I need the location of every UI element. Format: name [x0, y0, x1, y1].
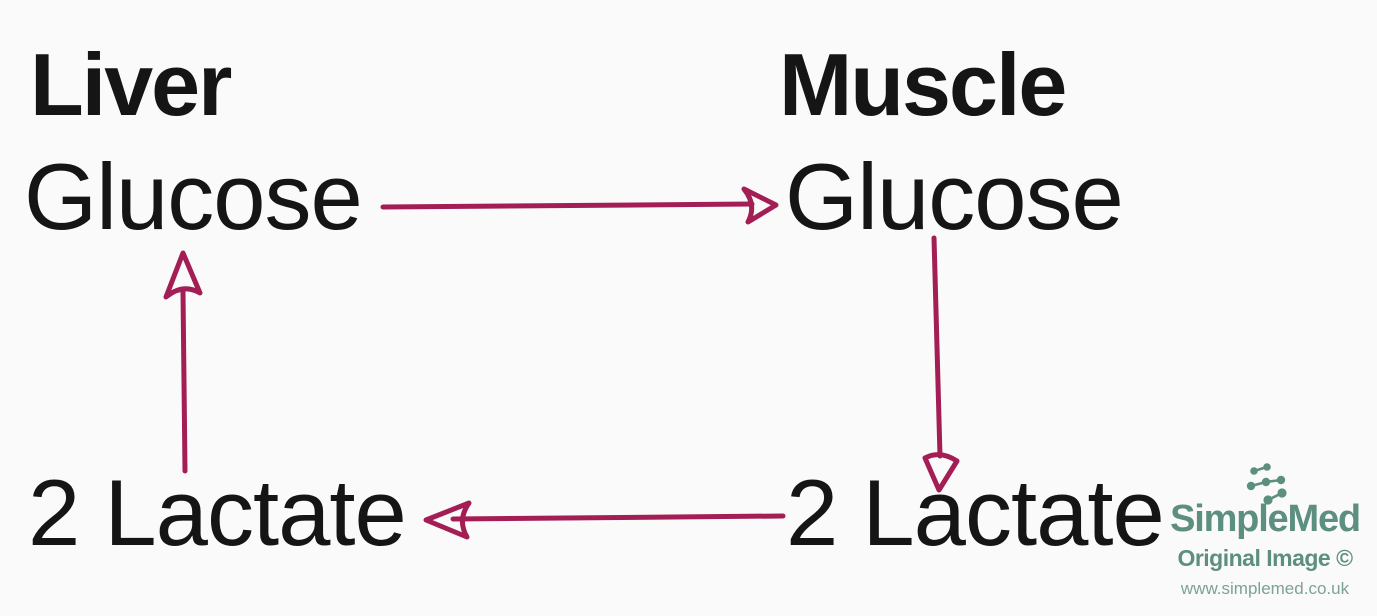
muscle-lactate-label: 2 Lactate [786, 460, 1165, 565]
liver-glucose-label: Glucose [24, 144, 363, 249]
simplemed-watermark: SimpleMed Original Image © www.simplemed… [1156, 498, 1374, 599]
liver-lactate-label: 2 Lactate [28, 460, 407, 565]
molecule-icon [1246, 463, 1287, 505]
muscle-glucose-label: Glucose [785, 144, 1124, 249]
muscle-heading: Muscle [779, 35, 1067, 134]
original-image-copyright: Original Image © [1177, 544, 1353, 571]
arrow-glucose-liver-to-muscle [380, 186, 779, 225]
arrow-glucose-to-lactate-muscle [922, 235, 960, 493]
liver-heading: Liver [30, 35, 232, 134]
simplemed-url: www.simplemed.co.uk [1180, 578, 1350, 598]
arrow-lactate-muscle-to-liver [423, 500, 786, 540]
arrow-lactate-to-glucose-liver [163, 250, 203, 474]
simplemed-brand-text: SimpleMed [1170, 498, 1361, 540]
